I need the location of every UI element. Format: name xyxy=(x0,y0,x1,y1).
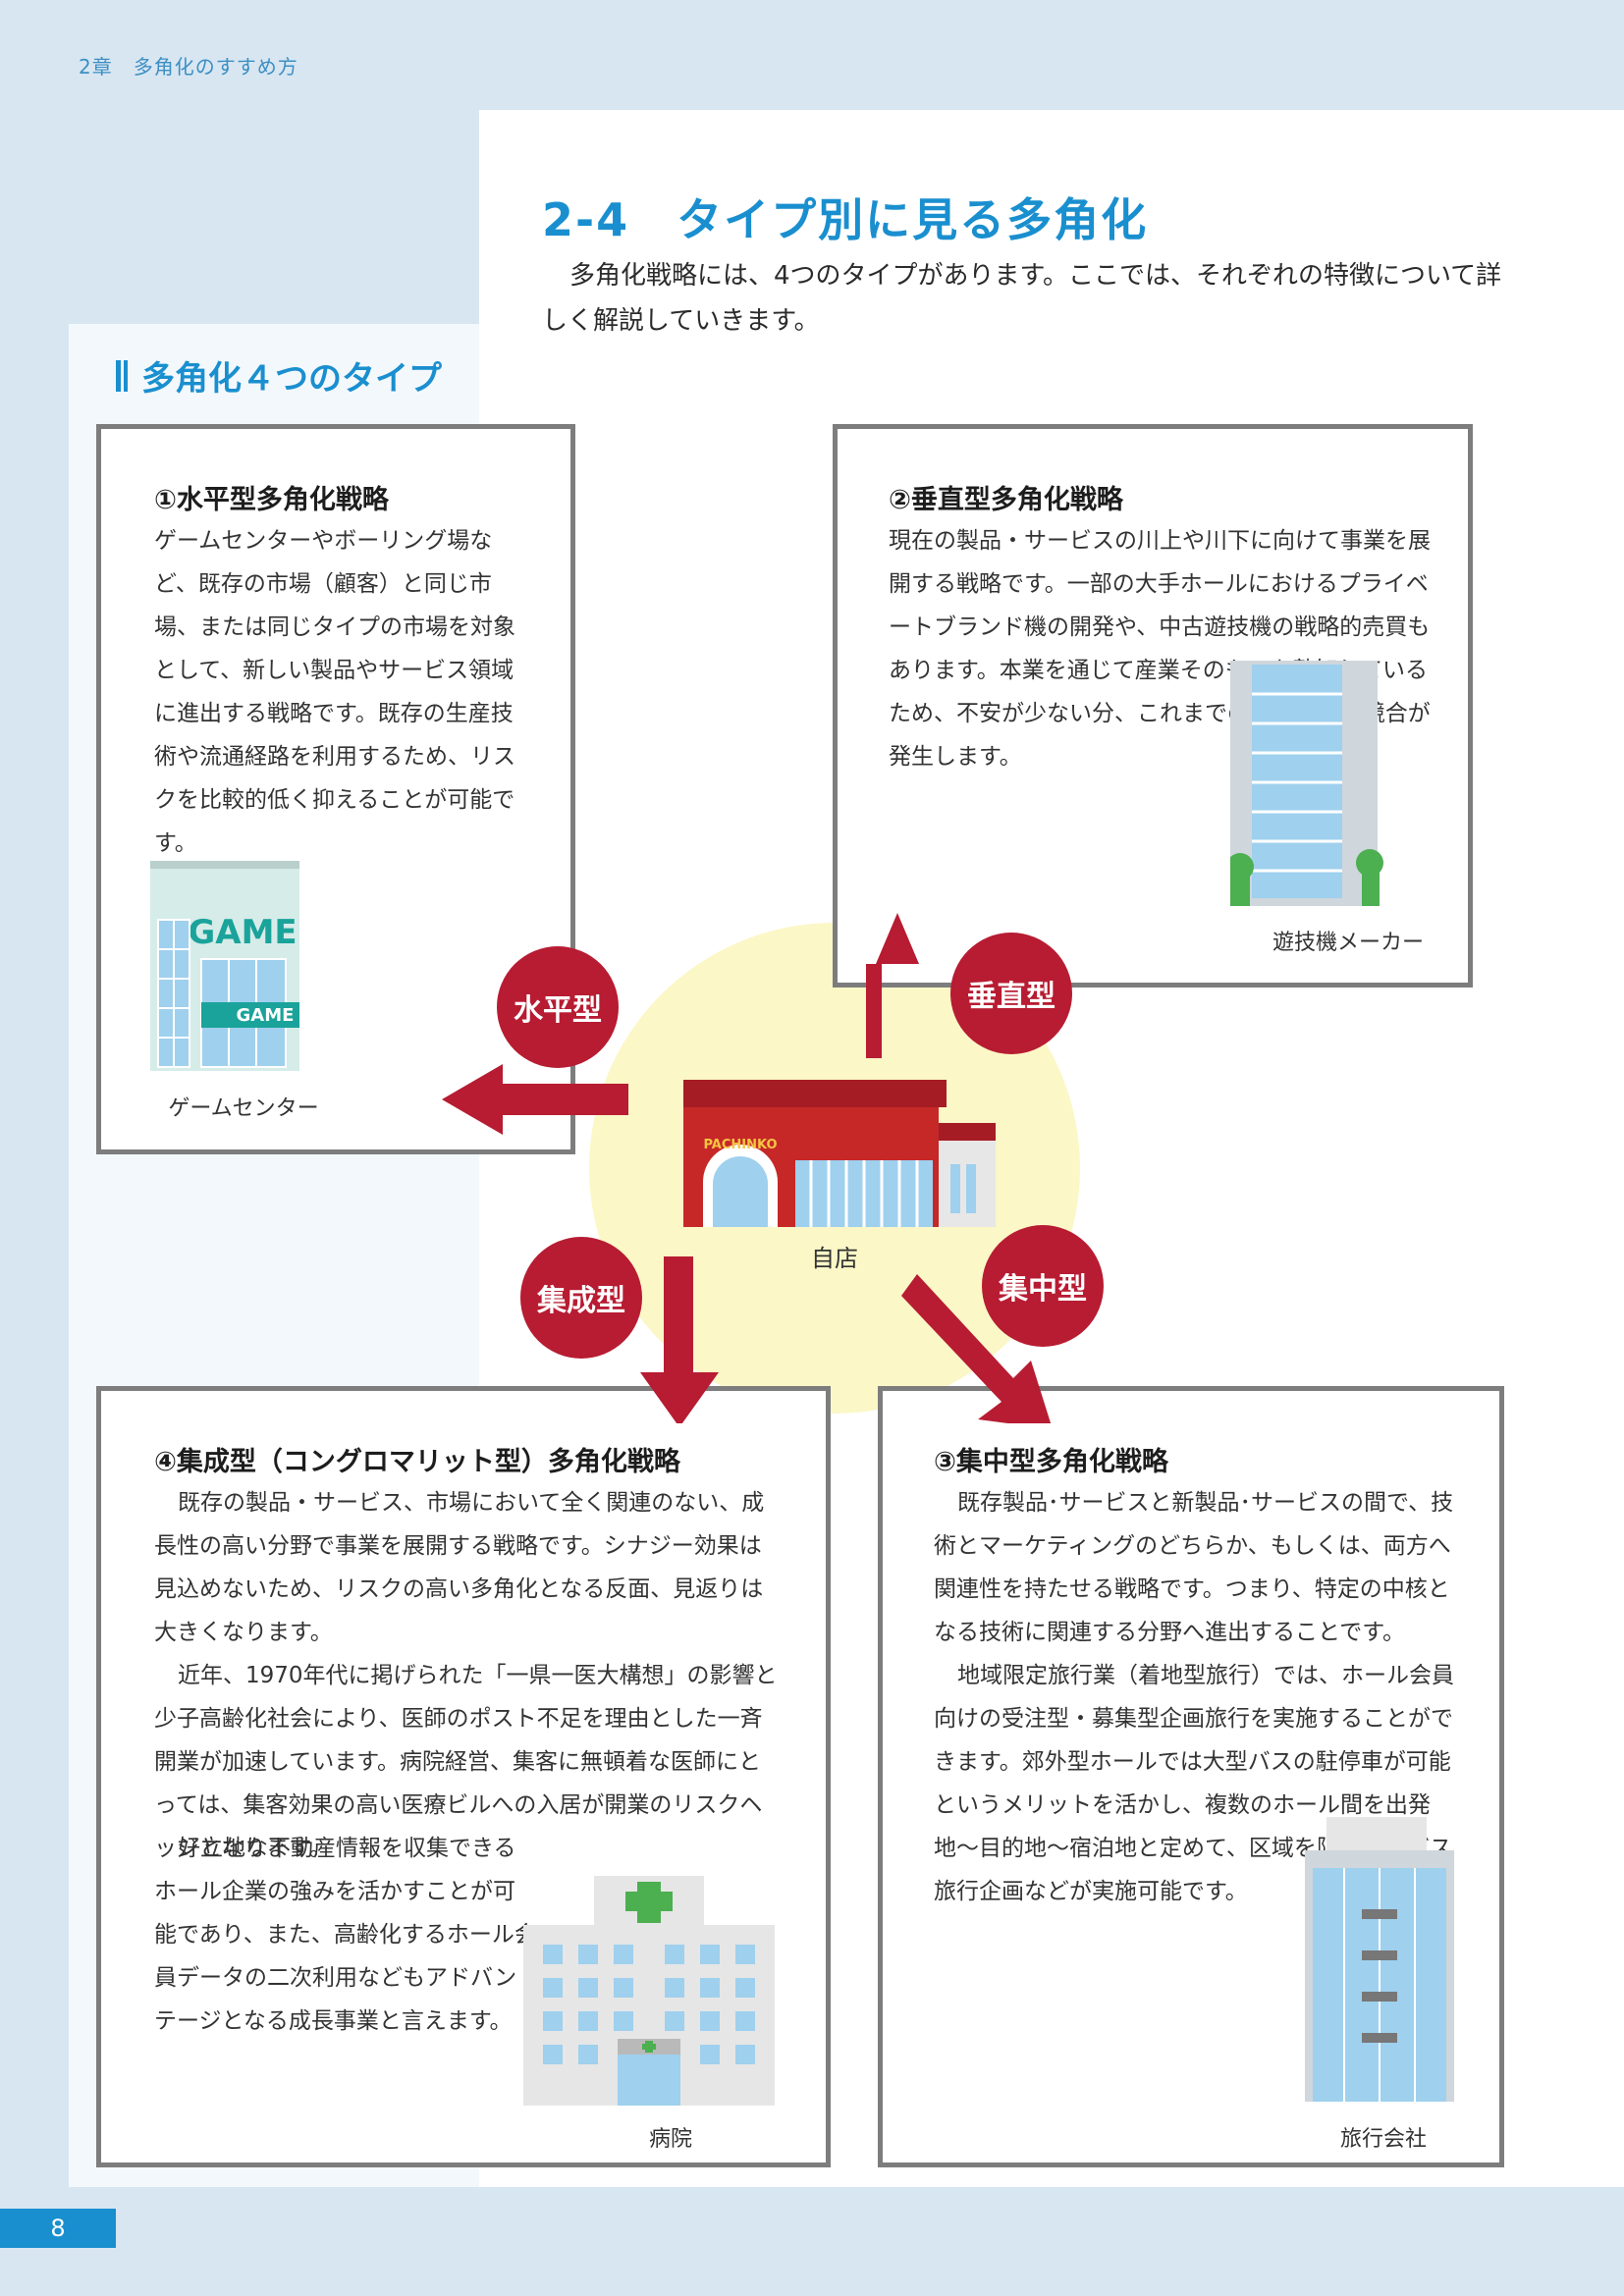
pachinko-store-icon: PACHINKO xyxy=(683,1080,996,1227)
badge-vertical: 垂直型 xyxy=(950,933,1072,1054)
game-sign-big: GAME xyxy=(188,913,297,952)
box-horizontal-title: ①水平型多角化戦略 xyxy=(154,485,389,515)
box-concentric-caption: 旅行会社 xyxy=(1339,2127,1427,2152)
strategy-arrows xyxy=(442,913,1051,1423)
box-conglomerate-para1: 既存の製品・サービス、市場において全く関連のない、成長性の高い分野で事業を展開す… xyxy=(154,1490,765,1645)
subheading-text: 多角化４つのタイプ xyxy=(141,359,442,399)
box-horizontal: ①水平型多角化戦略 ゲームセンターやボーリング場など、既存の市場（顧客）と同じ市… xyxy=(96,424,575,1154)
subheading-bar-icon xyxy=(116,359,128,392)
box-conglomerate-body: 既存の製品・サービス、市場において全く関連のない、成長性の高い分野で事業を展開す… xyxy=(154,1481,783,1870)
box-conglomerate: ④集成型（コングロマリット型）多角化戦略 既存の製品・サービス、市場において全く… xyxy=(96,1386,831,2167)
game-sign-small: GAME xyxy=(237,1005,295,1026)
chapter-header: 2章 多角化のすすめ方 xyxy=(79,55,298,79)
box-conglomerate-para3: 好立地な不動産情報を収集できるホール企業の強みを活かすことが可能であり、また、高… xyxy=(154,1836,537,2034)
badge-horizontal: 水平型 xyxy=(497,946,619,1068)
office-building-icon xyxy=(1230,661,1383,906)
box-concentric-body: 既存製品･サービスと新製品･サービスの間で、技術とマーケティングのどちらか、もし… xyxy=(934,1481,1464,1654)
section-intro: 多角化戦略には、4つのタイプがあります。ここでは、それぞれの特徴について詳しく解… xyxy=(542,261,1502,336)
travel-agency-building-icon xyxy=(1305,1817,1454,2102)
box-vertical-caption: 遊技機メーカー xyxy=(1272,931,1424,955)
badge-concentric: 集中型 xyxy=(982,1225,1104,1347)
box-concentric-body-lower: 地域限定旅行業（着地型旅行）では、ホール会員向けの受注型・募集型企画旅行を実施す… xyxy=(934,1654,1464,1913)
arrow-diag xyxy=(901,1274,1051,1423)
arrow-left xyxy=(442,1064,628,1135)
box-horizontal-body: ゲームセンターやボーリング場など、既存の市場（顧客）と同じ市場、または同じタイプ… xyxy=(154,528,515,856)
arrow-down xyxy=(640,1256,719,1423)
box-conglomerate-para2: 近年、1970年代に掲げられた「一県一医大構想」の影響と少子高齢化社会により、医… xyxy=(154,1663,778,1861)
section-title: 2-4 タイプ別に見る多角化 xyxy=(542,193,1149,246)
box-horizontal-caption: ゲームセンター xyxy=(168,1096,319,1121)
page-number: 8 xyxy=(0,2209,116,2248)
box-vertical-title: ②垂直型多角化戦略 xyxy=(889,485,1123,515)
game-center-icon: GAME GAME xyxy=(150,861,299,1071)
subheading: 多角化４つのタイプ xyxy=(116,351,442,400)
box-conglomerate-body-narrow: 好立地な不動産情報を収集できるホール企業の強みを活かすことが可能であり、また、高… xyxy=(154,1827,537,2043)
box-conglomerate-caption: 病院 xyxy=(648,2127,692,2152)
box-vertical: ②垂直型多角化戦略 現在の製品・サービスの川上や川下に向けて事業を展開する戦略で… xyxy=(833,424,1473,988)
box-concentric: ③集中型多角化戦略 既存製品･サービスと新製品･サービスの間で、技術とマーケティ… xyxy=(878,1386,1504,2167)
box-conglomerate-title: ④集成型（コングロマリット型）多角化戦略 xyxy=(154,1447,680,1477)
box-concentric-para2: 地域限定旅行業（着地型旅行）では、ホール会員向けの受注型・募集型企画旅行を実施す… xyxy=(934,1663,1454,1904)
hospital-icon xyxy=(523,1876,775,2106)
box-concentric-para1: 既存製品･サービスと新製品･サービスの間で、技術とマーケティングのどちらか、もし… xyxy=(934,1490,1454,1645)
badge-conglomerate: 集成型 xyxy=(520,1237,642,1359)
pachinko-sign: PACHINKO xyxy=(703,1138,777,1152)
center-caption: 自店 xyxy=(811,1245,858,1272)
arrow-up xyxy=(854,913,919,1058)
box-concentric-title: ③集中型多角化戦略 xyxy=(934,1447,1168,1477)
